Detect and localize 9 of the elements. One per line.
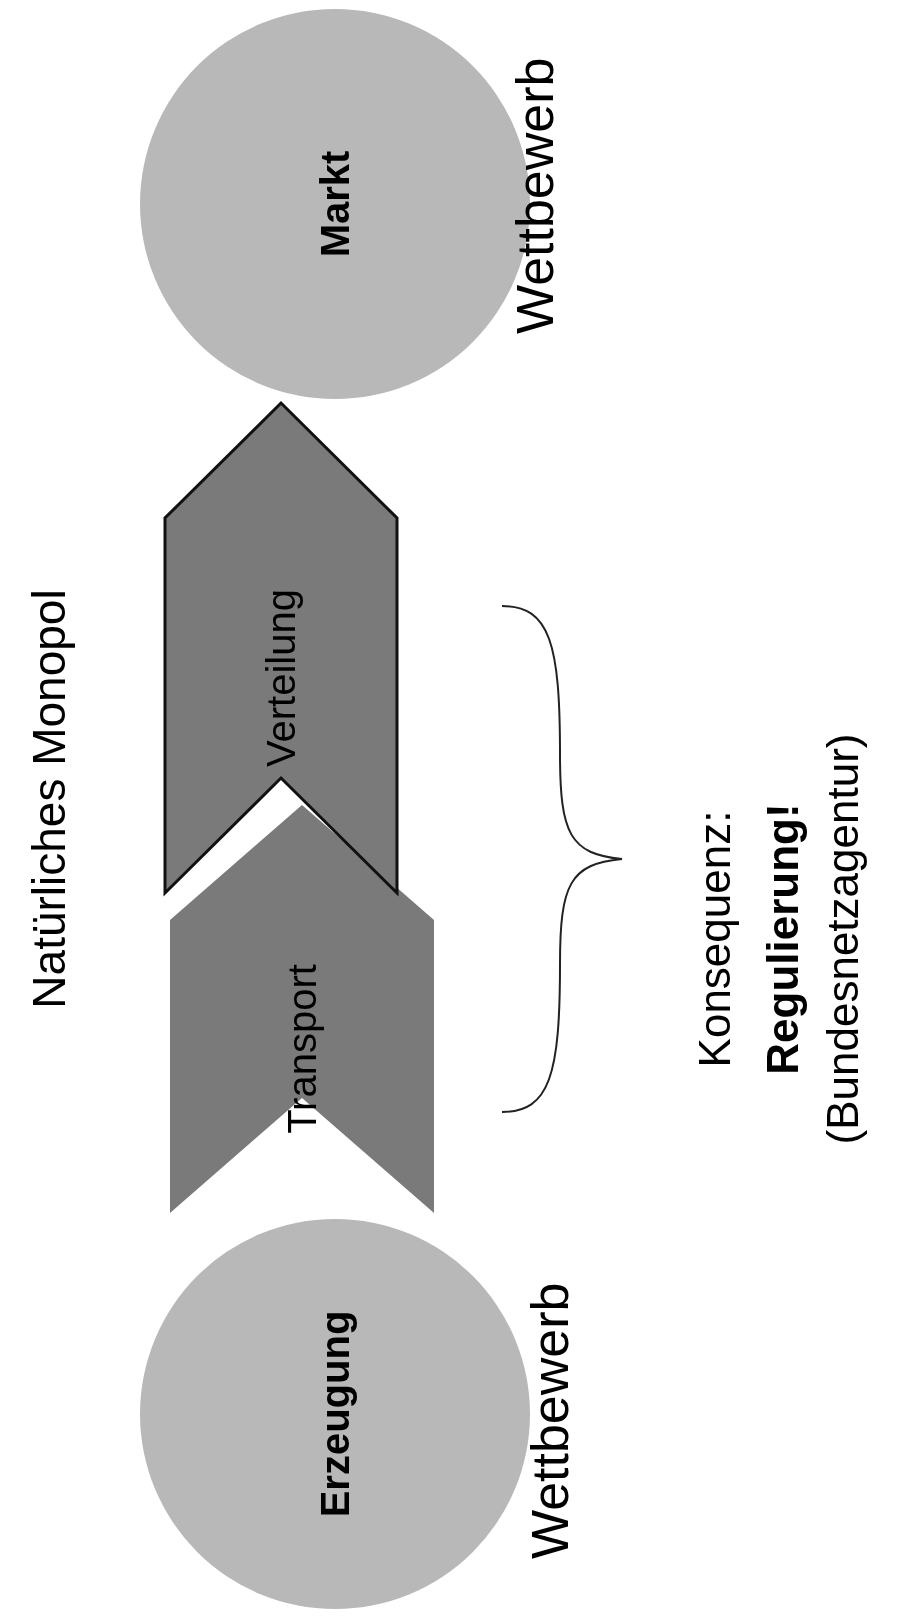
- side-label: Wettbewerb: [505, 57, 565, 334]
- node-label: Markt: [312, 150, 358, 258]
- note-text: Konsequenz:: [690, 809, 740, 1070]
- title: Natürliches Monopol: [22, 588, 76, 1011]
- node-label: Transport: [279, 964, 325, 1134]
- node-label: Erzeugung: [312, 1310, 358, 1518]
- side-label: Wettbewerb: [520, 1282, 580, 1559]
- note-text: (Bundesnetzagentur): [818, 732, 868, 1147]
- note-text: Regulierung!: [758, 802, 808, 1077]
